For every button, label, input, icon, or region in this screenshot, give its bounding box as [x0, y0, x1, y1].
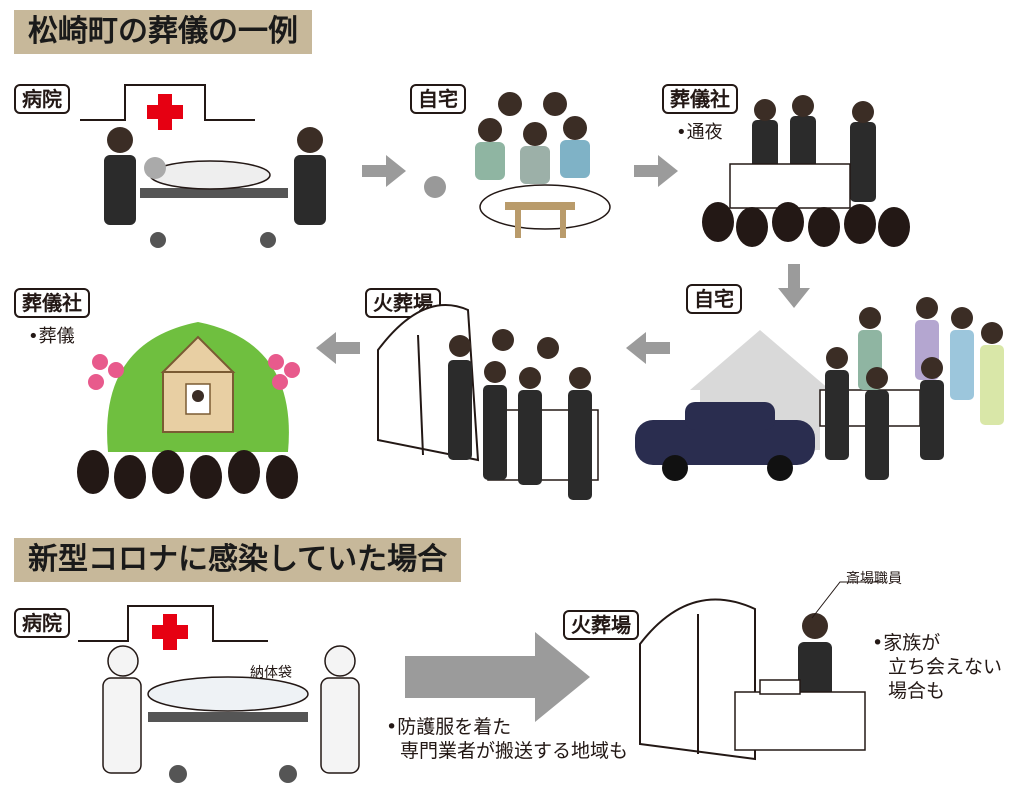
- label-crematorium-staff: 斎場職員: [846, 571, 902, 587]
- label-body-bag: 納体袋: [250, 665, 292, 681]
- covid-hospital-illustration: [78, 605, 360, 783]
- flower-wreath-right: [268, 354, 300, 390]
- house-roof: [690, 330, 830, 390]
- arrow-right-icon: [634, 155, 678, 187]
- covid-label-crematorium: 火葬場: [563, 610, 639, 640]
- hazmat-worker-left: [102, 645, 142, 774]
- red-cross-icon: [152, 614, 188, 650]
- stretcher: [148, 712, 308, 722]
- step-label-hospital: 病院: [14, 84, 70, 114]
- wake-ceremony-illustration: [702, 95, 910, 247]
- arrow-right-icon: [362, 155, 406, 187]
- arrow-down-icon: [778, 264, 810, 308]
- callout-line: [811, 581, 882, 619]
- portrait-frame: [185, 383, 211, 415]
- arrow-left-icon: [626, 332, 670, 364]
- coffin: [729, 163, 851, 209]
- covid-label-hospital: 病院: [14, 608, 70, 638]
- section-title-funeral-example: 松崎町の葬儀の一例: [14, 10, 312, 54]
- hearse-departure-illustration: [635, 297, 1004, 481]
- note-protective-transport-1: •防護服を着た: [386, 716, 512, 738]
- step-label-funeral-home: 葬儀社: [662, 84, 738, 114]
- deceased-figure: [149, 160, 271, 190]
- flower-wreath-left: [88, 354, 124, 390]
- step-label-home-departure: 自宅: [686, 284, 742, 314]
- step-label-home: 自宅: [410, 84, 466, 114]
- stretcher: [140, 188, 288, 198]
- step-label-funeral-home-ceremony: 葬儀社: [14, 288, 90, 318]
- altar: [162, 371, 234, 433]
- note-protective-transport-2: 専門業者が搬送する地域も: [400, 740, 629, 762]
- note-family-1: •家族が: [872, 632, 941, 654]
- home-wake-illustration: [424, 92, 611, 238]
- hearse-car: [635, 402, 815, 481]
- arrow-right-large-icon: [405, 632, 590, 722]
- staff-figure-left: [104, 127, 136, 225]
- staff-figure-right: [294, 127, 326, 225]
- crematorium-scene-illustration: [377, 304, 599, 500]
- step-label-crematorium: 火葬場: [365, 288, 441, 318]
- covid-crematorium-illustration: [639, 598, 866, 761]
- red-cross-icon: [147, 94, 183, 130]
- crematorium-staff: [798, 613, 832, 702]
- body-bag: [147, 676, 309, 712]
- low-table: [505, 202, 575, 210]
- hospital-scene-illustration: [80, 84, 326, 248]
- arrow-left-icon: [316, 332, 360, 364]
- hospital-building-outline: [78, 605, 268, 642]
- section-title-covid-case: 新型コロナに感染していた場合: [14, 538, 462, 582]
- hazmat-worker-right: [320, 645, 360, 774]
- hospital-building-outline: [80, 84, 255, 121]
- note-wake: •通夜: [676, 122, 723, 143]
- funeral-altar-illustration: [77, 322, 300, 499]
- note-funeral: •葬儀: [28, 326, 75, 347]
- coffin-crematorium: [734, 691, 866, 751]
- note-family-2: 立ち会えない: [888, 656, 1003, 678]
- note-family-3: 場合も: [888, 680, 946, 702]
